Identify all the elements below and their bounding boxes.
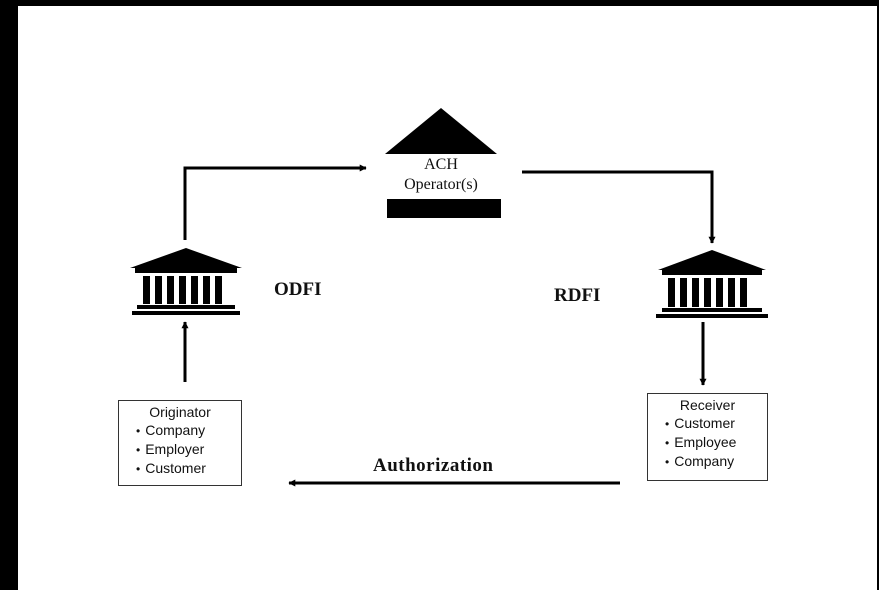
ach-operator-icon — [385, 108, 501, 218]
originator-title: Originator — [149, 404, 211, 420]
ach-base-bar — [387, 199, 501, 218]
list-item: Company — [665, 452, 767, 471]
originator-list: Company Employer Customer — [119, 421, 241, 478]
arrow-ach-to-rdfi — [522, 170, 716, 244]
list-item: Employer — [136, 440, 241, 459]
odfi-bank-icon — [130, 248, 242, 315]
receiver-box: Receiver Customer Employee Company — [647, 393, 768, 481]
rdfi-bank-icon — [656, 250, 768, 318]
list-item: Customer — [136, 459, 241, 478]
rdfi-label: RDFI — [554, 285, 601, 306]
arrow-odfi-to-ach — [183, 164, 367, 240]
list-item: Employee — [665, 433, 767, 452]
list-item: Company — [136, 421, 241, 440]
authorization-label: Authorization — [373, 455, 494, 476]
ach-roof-icon — [385, 108, 497, 154]
odfi-label: ODFI — [274, 279, 322, 300]
originator-box: Originator Company Employer Customer — [118, 400, 242, 486]
receiver-list: Customer Employee Company — [648, 414, 767, 471]
list-item: Customer — [665, 414, 767, 433]
diagram-canvas — [18, 6, 877, 590]
diagram-graphics — [130, 108, 768, 487]
receiver-title: Receiver — [679, 397, 736, 413]
ach-label-line2: Operator(s) — [404, 176, 478, 193]
ach-label-line1: ACH — [424, 156, 458, 173]
